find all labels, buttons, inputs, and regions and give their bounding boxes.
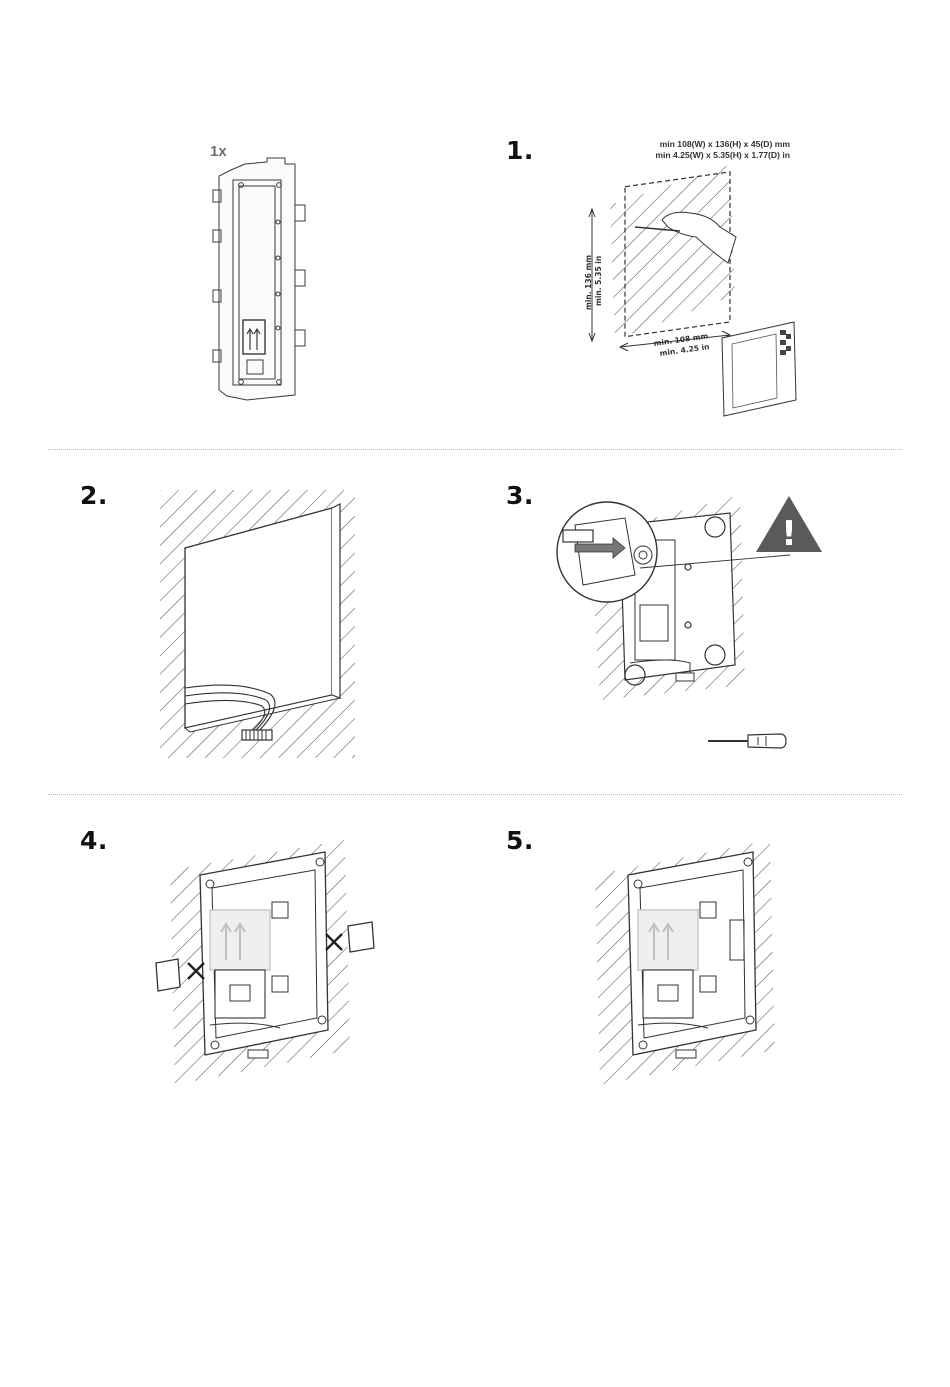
warning-leader-line [640,550,800,570]
divider-top [48,449,902,450]
mounting-frame-drawing [205,150,335,410]
dimension-note-in: min 4.25(W) x 5.35(H) x 1.77(D) in [600,150,790,161]
step-number: 2. [80,481,108,510]
step-number: 5. [506,826,534,855]
step-number: 3. [506,481,534,510]
right-clip-removed [320,920,380,960]
installed-frame-drawing [590,840,790,1090]
warning-triangle-icon: ! [754,494,824,554]
template-sheet-icon [720,320,800,420]
wall-box-drawing [160,490,360,760]
cross-mark-icon [188,963,204,979]
step-number: 4. [80,826,108,855]
screwdriver-icon [708,731,788,751]
cross-mark-icon [326,934,342,950]
step-number: 1. [506,136,534,165]
left-clip-removed [152,955,212,995]
height-mm-label: min. 136 mm [584,255,593,310]
divider-middle [48,794,902,795]
warning-mark: ! [781,514,797,554]
dimension-note-mm: min 108(W) x 136(H) x 45(D) mm [600,139,790,150]
cable-connector-icon [242,730,272,740]
dimension-note: min 108(W) x 136(H) x 45(D) mm min 4.25(… [600,139,790,161]
height-in-label: min. 5.35 in [594,256,603,306]
dimension-labels: min. 136 mm min. 5.35 in min. 108 mm min… [580,240,710,360]
